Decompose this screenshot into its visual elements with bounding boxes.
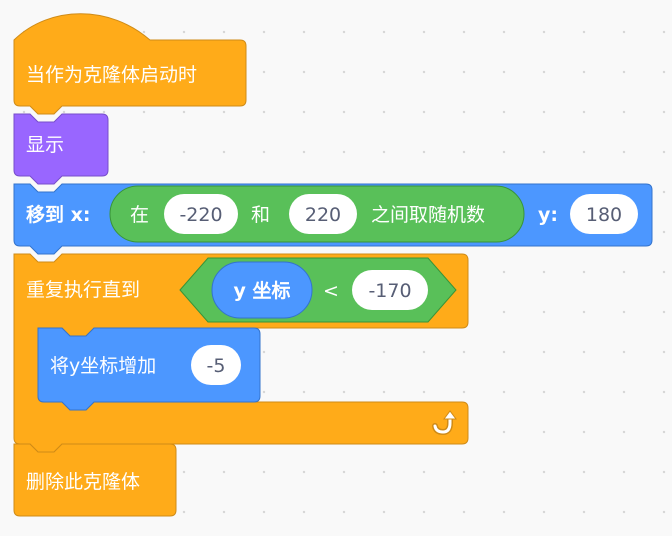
random-from-input[interactable] — [164, 194, 238, 234]
random-to-value: 220 — [305, 204, 341, 226]
when-start-as-clone-block[interactable]: 当作为克隆体启动时 — [13, 13, 247, 115]
random-suffix-label: 之间取随机数 — [371, 204, 485, 226]
pick-random-label: 在 — [130, 204, 149, 226]
y-position-shape — [211, 261, 313, 319]
show-block[interactable]: 显示 — [13, 113, 109, 185]
go-to-y-label: y: — [538, 204, 558, 226]
delete-clone-block[interactable]: 删除此克隆体 — [13, 443, 177, 517]
change-y-label: 将y坐标增加 — [50, 355, 156, 377]
change-y-input[interactable] — [191, 345, 241, 385]
show-block-label: 显示 — [26, 134, 64, 156]
less-than-value: -170 — [368, 280, 411, 302]
random-and-label: 和 — [251, 204, 270, 226]
delete-clone-label: 删除此克隆体 — [26, 471, 140, 493]
go-to-x-label: 移到 x: — [26, 203, 90, 226]
less-than-value-input[interactable] — [352, 270, 428, 310]
change-y-block[interactable]: 将y坐标增加 -5 — [37, 327, 261, 411]
hat-block-shape — [13, 13, 247, 115]
random-to-input[interactable] — [289, 194, 357, 234]
pick-random-reporter[interactable]: 在 -220 和 220 之间取随机数 — [109, 185, 525, 243]
go-to-y-value: 180 — [586, 204, 622, 226]
random-from-value: -220 — [179, 204, 222, 226]
loop-arrow-icon — [432, 410, 457, 436]
y-position-reporter[interactable]: y 坐标 — [211, 261, 313, 319]
go-to-xy-block[interactable]: 移到 x: 在 -220 和 220 之间取随机数 y: 180 — [13, 183, 653, 255]
hat-block-label: 当作为克隆体启动时 — [26, 64, 197, 86]
y-position-label: y 坐标 — [233, 280, 290, 302]
show-block-shape — [13, 113, 109, 185]
less-than-operator[interactable]: y 坐标 < -170 — [179, 257, 457, 323]
delete-clone-block-shape — [13, 443, 177, 517]
less-than-symbol: < — [323, 280, 339, 302]
change-y-value: -5 — [207, 355, 226, 377]
go-to-y-input[interactable] — [570, 194, 638, 234]
repeat-until-label: 重复执行直到 — [26, 279, 140, 301]
